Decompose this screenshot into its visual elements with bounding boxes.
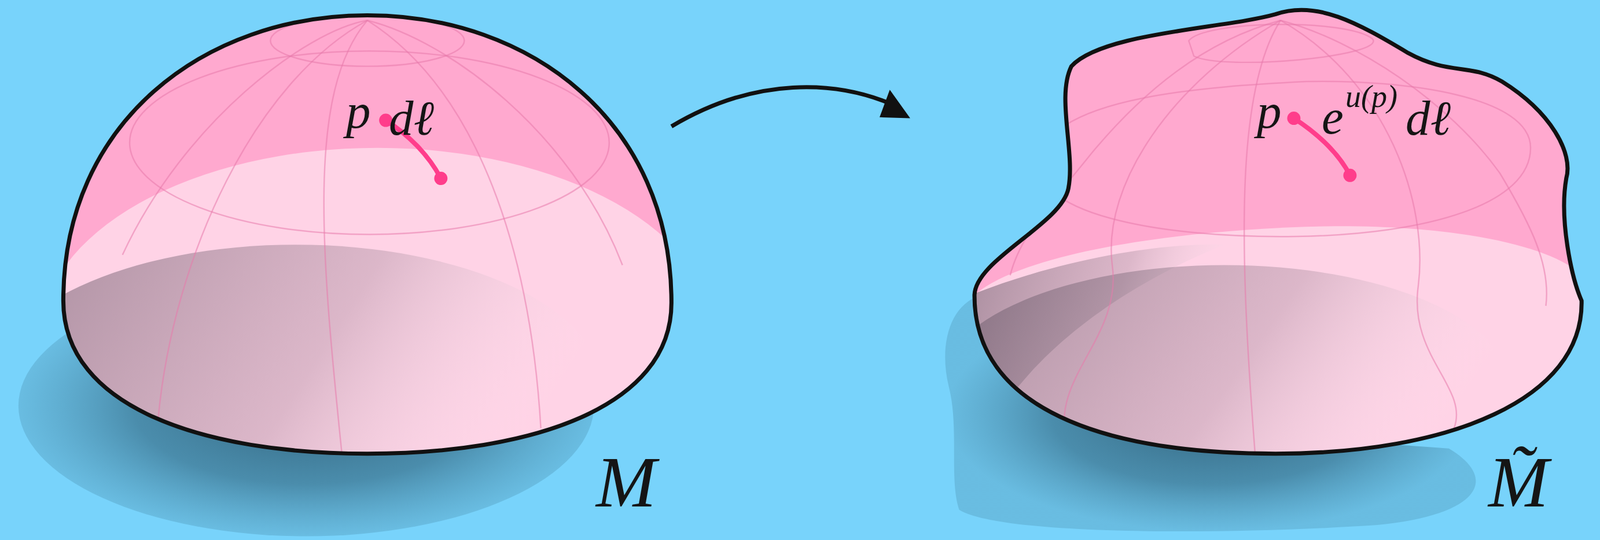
length-element-label: dℓ	[388, 93, 434, 143]
scale-base-label: e	[1321, 92, 1344, 142]
point-label: p	[1256, 86, 1282, 136]
manifold-label: M	[596, 446, 657, 520]
length-element-label: dℓ	[1405, 93, 1451, 143]
manifold-label: M̃	[1488, 446, 1549, 520]
scale-exponent-label: u(p)	[1345, 81, 1398, 113]
point-label: p	[346, 86, 371, 136]
